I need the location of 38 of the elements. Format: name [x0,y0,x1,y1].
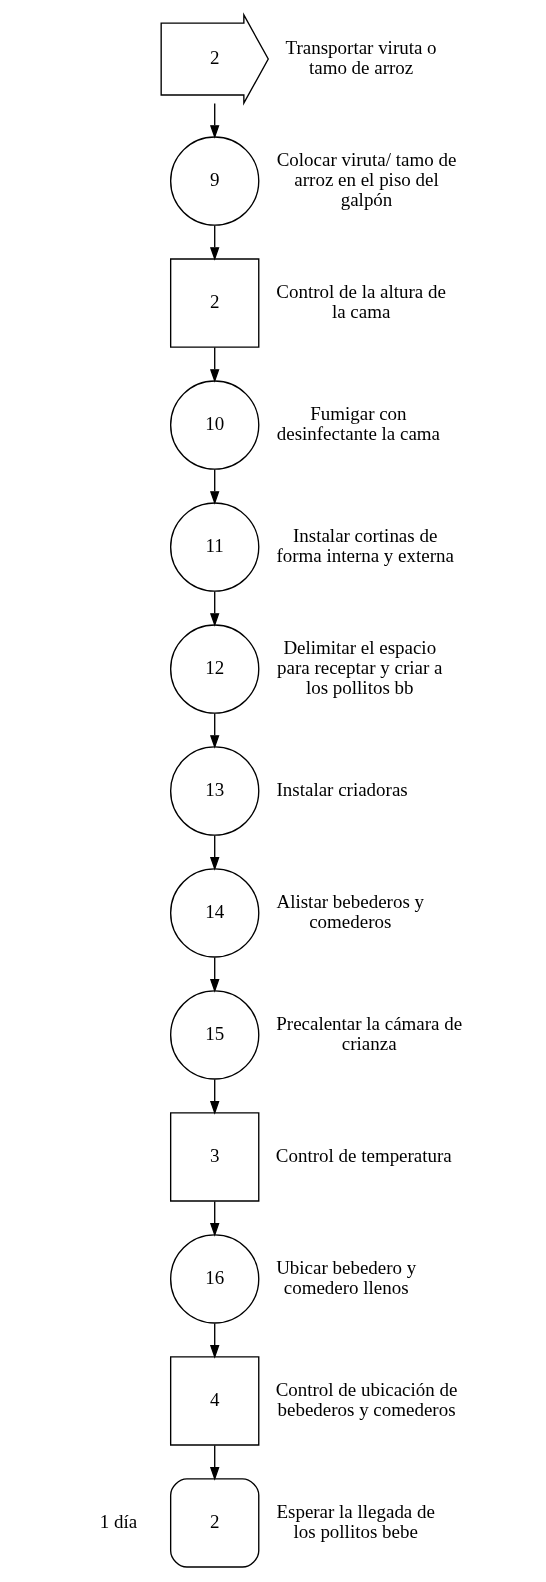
node-label: Control de temperatura [275,1145,452,1166]
arrow [209,346,220,383]
node-circle: 9 [170,136,260,226]
node-box: 2 [170,258,260,348]
node-label: Alistar bebederos y comederos [276,890,425,933]
node-circle: 14 [170,868,260,958]
node-label: Control de la altura de la cama [276,280,446,323]
node-label: Control de ubicación de bebederos y comederos [275,1378,458,1421]
node-label: Colocar viruta/ tamo de arroz en el piso del galpón [276,148,457,211]
node-circle: 12 [170,624,260,714]
node-box: 2 [170,1478,260,1568]
node-circle: 16 [170,1234,260,1324]
arrow [209,1444,220,1481]
node-label: Esperar la llegada de los pollitos bebe [276,1500,435,1543]
node-label: Instalar cortinas de forma interna y externa [276,524,454,567]
node-label: Precalentar la cámara de crianza [276,1012,463,1055]
node-box: 3 [170,1112,260,1202]
arrow [209,1322,220,1359]
node-box: 4 [170,1356,260,1446]
arrow [209,590,220,627]
node-label: 1 día [99,1510,138,1532]
arrow [209,224,220,261]
arrow [209,102,220,139]
arrow [209,1200,220,1237]
arrow [209,468,220,505]
node-circle: 10 [170,380,260,470]
node-label: Transportar viruta o tamo de arroz [285,36,437,79]
node-label: Ubicar bebedero y comedero llenos [276,1256,417,1299]
arrow [209,1078,220,1115]
arrow [209,712,220,749]
node-label: Delimitar el espacio para receptar y criar a los pollitos bb [277,636,443,699]
node-circle: 13 [170,746,260,836]
node-circle: 15 [170,990,260,1080]
node-label: Fumigar con desinfectante la cama [276,402,441,445]
node-circle: 11 [170,502,260,592]
arrow [209,834,220,871]
node-label: Instalar criadoras [276,779,408,801]
arrow [209,956,220,993]
